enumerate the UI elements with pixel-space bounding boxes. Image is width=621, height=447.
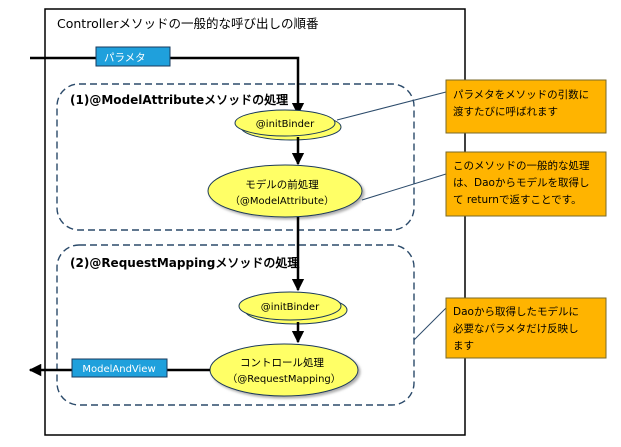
section2-initbinder-text: @initBinder — [261, 302, 320, 313]
note2-box — [445, 151, 607, 217]
model-preprocess-line1: モデルの前処理 — [245, 178, 319, 191]
modelandview-tag-label: ModelAndView — [82, 364, 155, 375]
parameter-tag-label: パラメタ — [104, 52, 146, 64]
section1-label: (1)@ModelAttributeメソッドの処理 — [70, 92, 288, 107]
diagram-title: Controllerメソッドの一般的な呼び出しの順番 — [57, 16, 319, 31]
note2-line1: このメソッドの一般的な処理 — [453, 159, 590, 172]
note2-line2: は、Daoからモデルを取得し — [453, 176, 589, 189]
control-process-line2: （@RequestMapping） — [227, 373, 341, 385]
note3-line3: ます — [453, 340, 474, 352]
control-process-line1: コントロール処理 — [240, 356, 324, 369]
section1-initbinder-text: @initBinder — [256, 119, 315, 130]
section2-box — [56, 244, 415, 406]
section2-label: (2)@RequestMappingメソッドの処理 — [70, 255, 299, 270]
section1-initbinder-ellipse — [234, 109, 336, 137]
note1-line1: パラメタをメソッドの引数に — [453, 88, 589, 101]
modelandview-tag — [71, 358, 168, 378]
note3-box — [445, 297, 607, 359]
section1-box — [56, 83, 415, 231]
note1-box — [445, 79, 607, 134]
note3-line2: 必要なパラメタだけ反映し — [453, 322, 579, 335]
note1-line2: 渡すたびに呼ばれます — [453, 105, 558, 118]
model-preprocess-line2: （@ModelAttribute） — [230, 195, 334, 207]
note2-line3: て returnで返すことです。 — [453, 194, 582, 206]
note3-connector — [413, 307, 447, 341]
control-process-ellipse — [209, 343, 359, 397]
note1-connector — [336, 91, 447, 121]
note2-connector — [361, 173, 447, 201]
note3-line1: Daoから取得したモデルに — [453, 305, 579, 318]
parameter-tag — [95, 46, 171, 67]
section2-initbinder-ellipse — [238, 291, 342, 321]
model-preprocess-ellipse — [207, 164, 363, 218]
